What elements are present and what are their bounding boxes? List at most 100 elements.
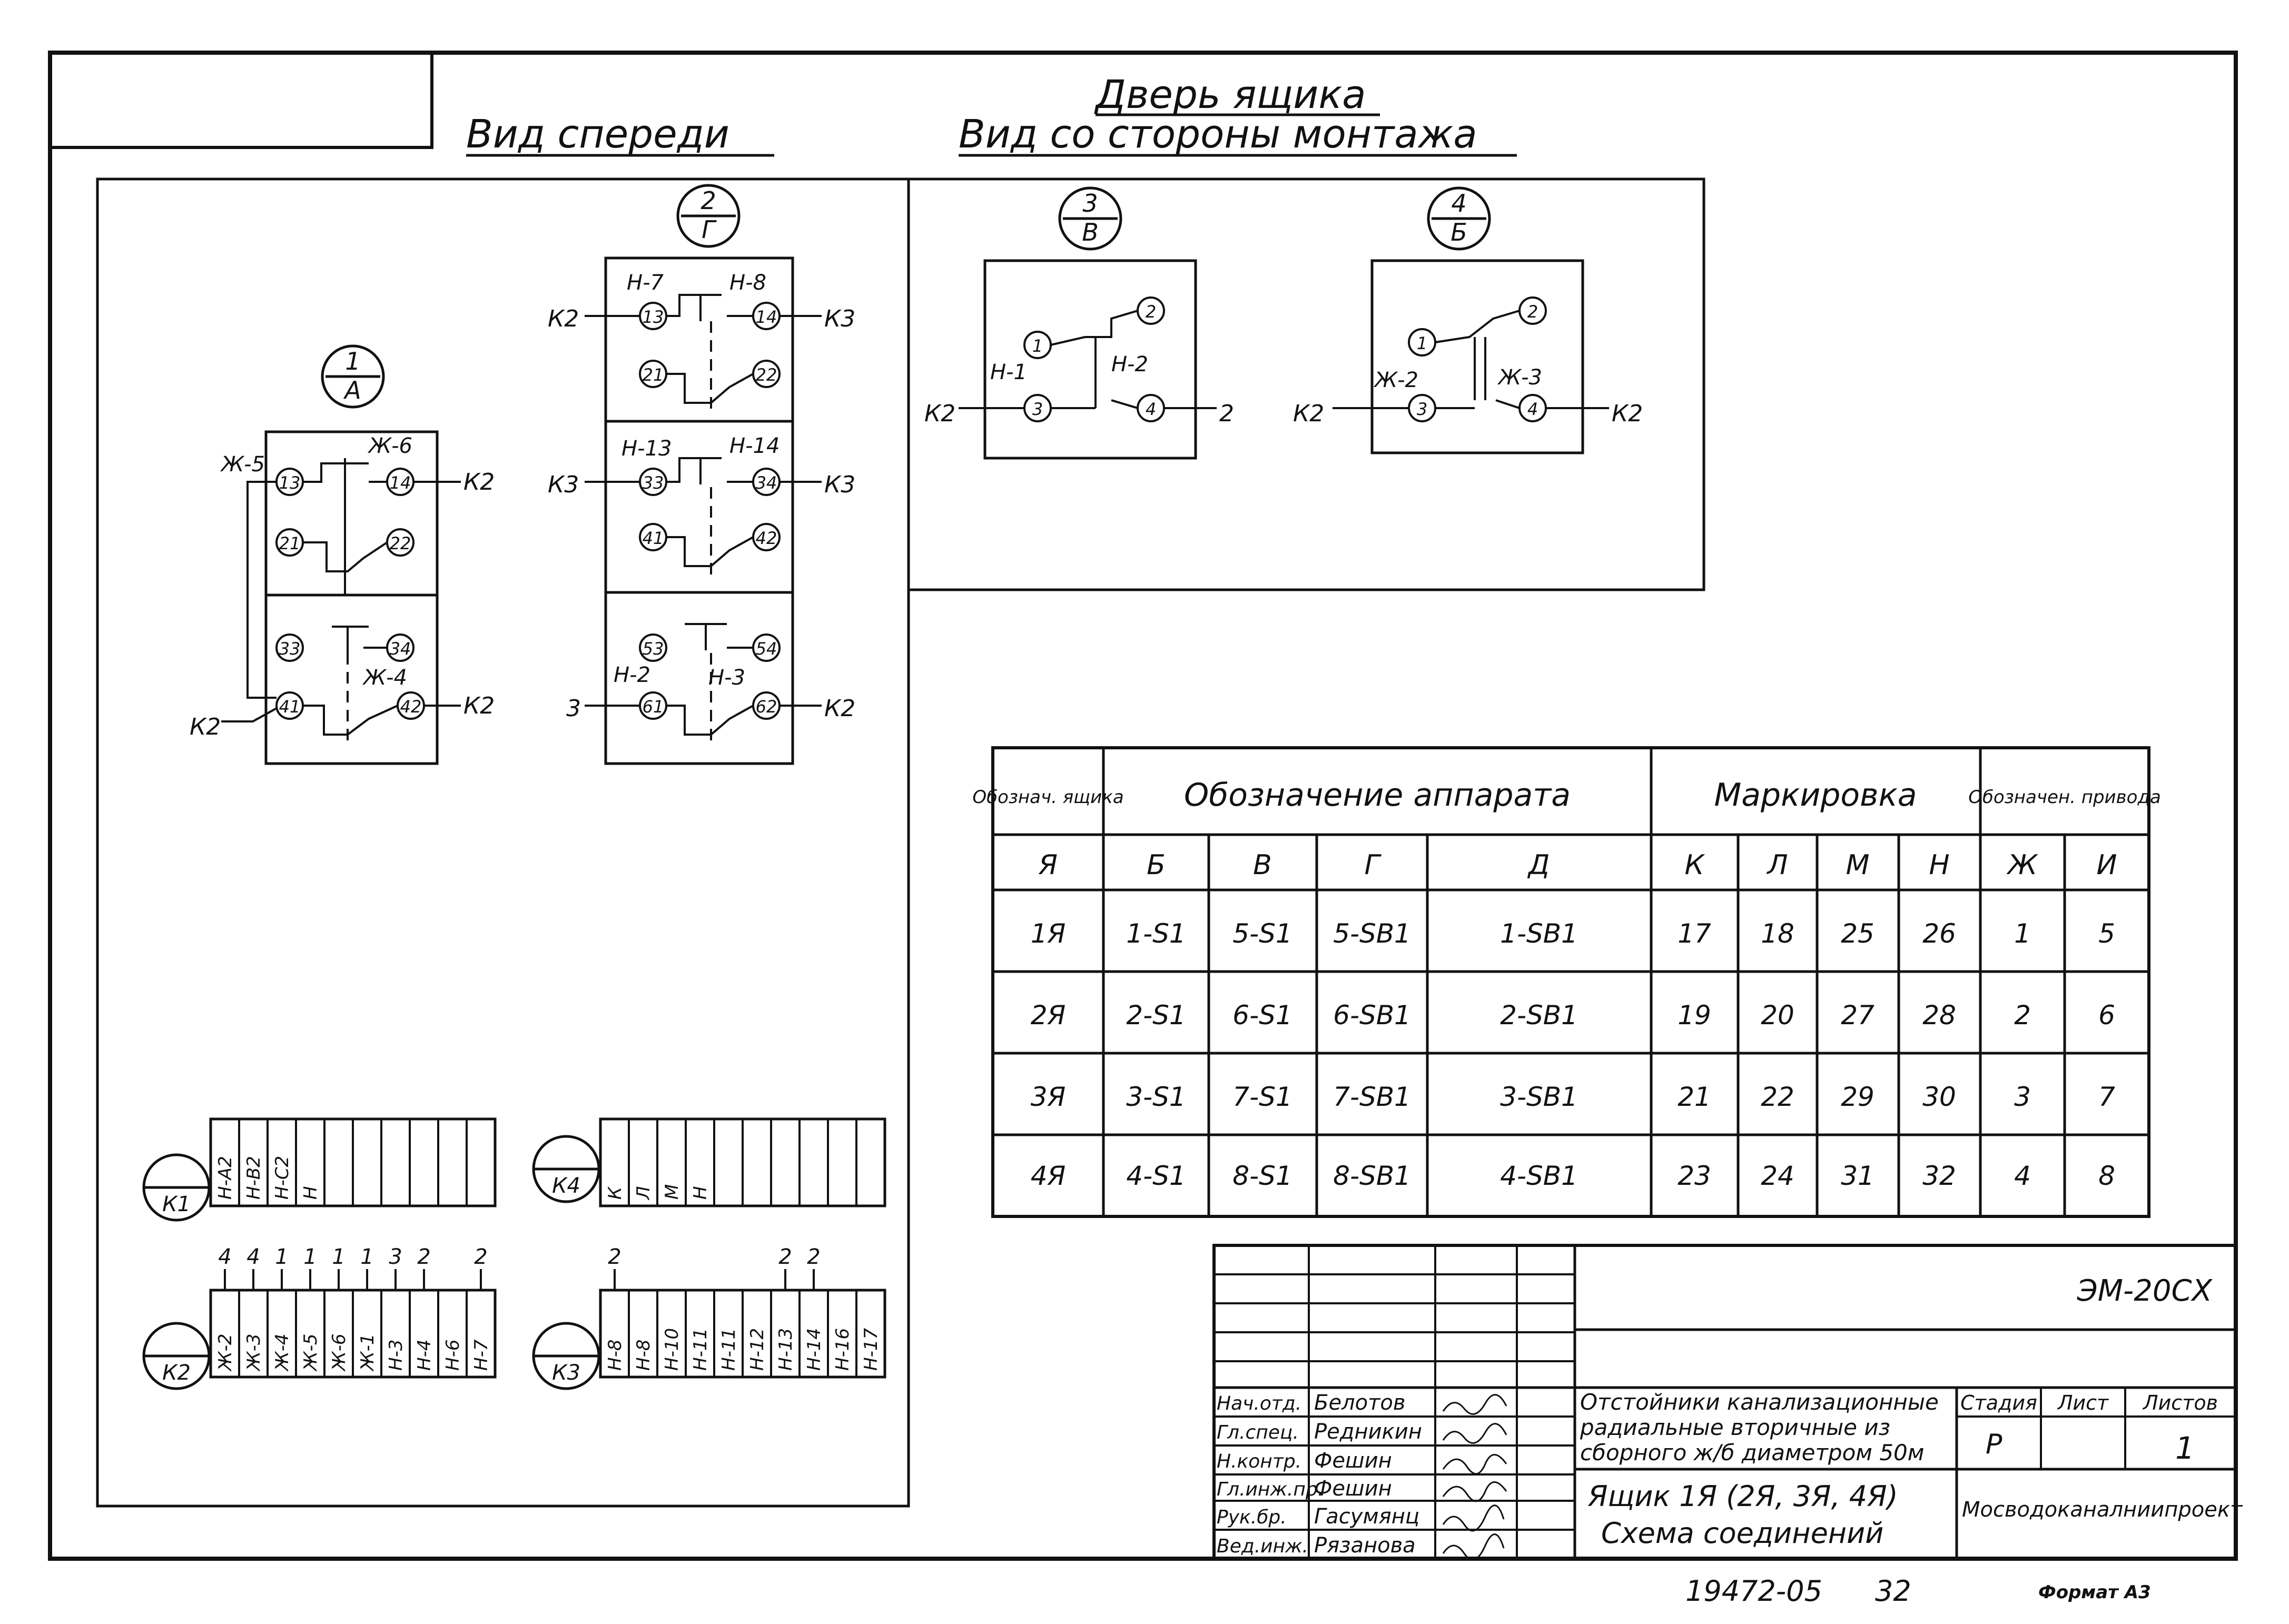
svg-text:1: 1 — [345, 347, 360, 375]
svg-text:25: 25 — [1841, 918, 1874, 949]
svg-text:Ж-5: Ж-5 — [220, 452, 265, 477]
svg-text:4Я: 4Я — [1031, 1161, 1066, 1191]
svg-text:6-SB1: 6-SB1 — [1333, 1000, 1411, 1031]
terminal-cell-label: Ж-4 — [272, 1333, 293, 1372]
sheets-value: 1 — [2175, 1430, 2195, 1466]
terminal-cell-label: Н-В2 — [243, 1156, 264, 1200]
svg-text:2: 2 — [1146, 302, 1156, 322]
signer-name: Гасумянц — [1314, 1504, 1419, 1529]
svg-text:4: 4 — [1527, 399, 1538, 419]
svg-text:К3: К3 — [824, 305, 855, 332]
heading-front-view: Вид спереди — [466, 112, 729, 157]
svg-text:К2: К2 — [162, 1361, 191, 1385]
doc-code: ЭМ-20СХ — [2077, 1274, 2213, 1308]
svg-text:А: А — [343, 376, 361, 404]
terminal-cell-label: Н-10 — [662, 1328, 683, 1371]
col-header: Г — [1365, 849, 1382, 881]
svg-text:14: 14 — [390, 473, 411, 493]
marker-1: 1 А — [321, 344, 385, 409]
svg-text:Б: Б — [1451, 218, 1467, 246]
svg-text:29: 29 — [1841, 1082, 1874, 1112]
svg-text:21: 21 — [279, 533, 301, 553]
terminal-cell-label: Н-3 — [386, 1340, 407, 1371]
footer-number: 19472-05 — [1685, 1575, 1822, 1608]
terminal-cell-label: Н-4 — [414, 1340, 435, 1371]
stage-label: Стадия — [1960, 1391, 2037, 1414]
terminal-cell-label: Н-17 — [861, 1328, 882, 1371]
marker-4: 4 Б — [1427, 186, 1491, 251]
terminal-cell-label: Н-6 — [442, 1340, 463, 1371]
svg-text:22: 22 — [1761, 1082, 1794, 1112]
svg-text:Н-13: Н-13 — [621, 437, 672, 461]
role: Гл.спец. — [1217, 1422, 1299, 1443]
org-name: Мосводоканалниипроект — [1962, 1498, 2243, 1522]
terminal-cell-label: Н-11 — [690, 1328, 711, 1371]
signer-name: Белотов — [1314, 1391, 1405, 1415]
terminal-cell-label: Ж-3 — [243, 1333, 264, 1372]
svg-text:3-SB1: 3-SB1 — [1500, 1082, 1578, 1112]
terminal-cell-label: Ж-6 — [329, 1333, 350, 1372]
marker-3: 3 В — [1058, 186, 1122, 251]
heading-door: Дверь ящика — [1094, 72, 1366, 117]
svg-text:13: 13 — [279, 473, 301, 493]
signer-name: Фешин — [1314, 1477, 1392, 1501]
terminal-lead-label: 2 — [807, 1245, 820, 1269]
title-block: ЭМ-20СХ Нач.отд. Гл.спец. Н.контр. Гл.ин… — [1212, 1244, 2243, 1561]
svg-text:Н-14: Н-14 — [729, 434, 780, 458]
svg-text:К3: К3 — [548, 471, 579, 498]
svg-text:К2: К2 — [924, 400, 955, 427]
signer-name: Фешин — [1314, 1449, 1392, 1473]
terminal-cell-label: Л — [633, 1186, 654, 1201]
col-header: Л — [1766, 849, 1788, 881]
svg-text:К2: К2 — [463, 692, 495, 719]
terminal-cell-label: Н-11 — [718, 1328, 739, 1371]
terminal-lead-label: 4 — [218, 1245, 231, 1269]
svg-text:Н-2: Н-2 — [614, 663, 650, 687]
svg-text:31: 31 — [1841, 1161, 1874, 1191]
terminal-lead-label: 3 — [389, 1245, 402, 1269]
svg-text:3: 3 — [2014, 1082, 2031, 1112]
terminal-cell-label: Н-8 — [633, 1340, 654, 1371]
terminal-cell-label: Н-С2 — [272, 1156, 293, 1200]
terminal-cell-label: Н-16 — [832, 1328, 853, 1371]
svg-text:26: 26 — [1922, 918, 1956, 949]
terminal-cell-label: Ж-5 — [300, 1333, 321, 1372]
svg-text:7-S1: 7-S1 — [1232, 1082, 1292, 1112]
role: Вед.инж. — [1217, 1536, 1308, 1557]
terminal-cell-label: М — [662, 1184, 683, 1200]
svg-text:42: 42 — [756, 528, 777, 548]
svg-text:Ж-2: Ж-2 — [1373, 368, 1418, 392]
svg-text:Н-7: Н-7 — [627, 271, 664, 295]
table-group-header: Маркировка — [1714, 777, 1917, 814]
svg-text:8-S1: 8-S1 — [1232, 1161, 1292, 1191]
svg-text:К2: К2 — [1612, 400, 1643, 427]
svg-text:Ж-6: Ж-6 — [367, 434, 412, 458]
svg-text:1-SB1: 1-SB1 — [1500, 918, 1578, 949]
svg-text:22: 22 — [390, 533, 411, 553]
sheet-frame — [48, 51, 2238, 1561]
svg-text:К1: К1 — [162, 1192, 191, 1216]
svg-text:Н-1: Н-1 — [990, 360, 1027, 384]
svg-text:2: 2 — [700, 186, 716, 215]
sheet-title-line: Схема соединений — [1601, 1517, 1883, 1550]
terminal-lead-label: 4 — [246, 1245, 260, 1269]
svg-text:2: 2 — [2014, 1000, 2031, 1031]
svg-text:7: 7 — [2098, 1082, 2115, 1112]
svg-text:41: 41 — [643, 528, 664, 548]
terminal-lead-label: 2 — [608, 1245, 621, 1269]
svg-text:3Я: 3Я — [1031, 1082, 1066, 1112]
svg-text:21: 21 — [1678, 1082, 1711, 1112]
svg-text:2Я: 2Я — [1031, 1000, 1066, 1031]
svg-text:1: 1 — [1032, 336, 1043, 356]
sheet-label: Лист — [2057, 1391, 2109, 1414]
terminal-cell-label: Ж-2 — [215, 1333, 236, 1372]
terminal-cell-label: К — [605, 1186, 626, 1200]
svg-text:Н-8: Н-8 — [729, 271, 766, 295]
svg-text:6-S1: 6-S1 — [1232, 1000, 1292, 1031]
project-title-line: радиальные вторичные из — [1580, 1414, 1890, 1440]
footer-page: 32 — [1875, 1575, 1911, 1608]
role: Рук.бр. — [1217, 1507, 1287, 1528]
signatures — [1442, 1394, 1507, 1561]
